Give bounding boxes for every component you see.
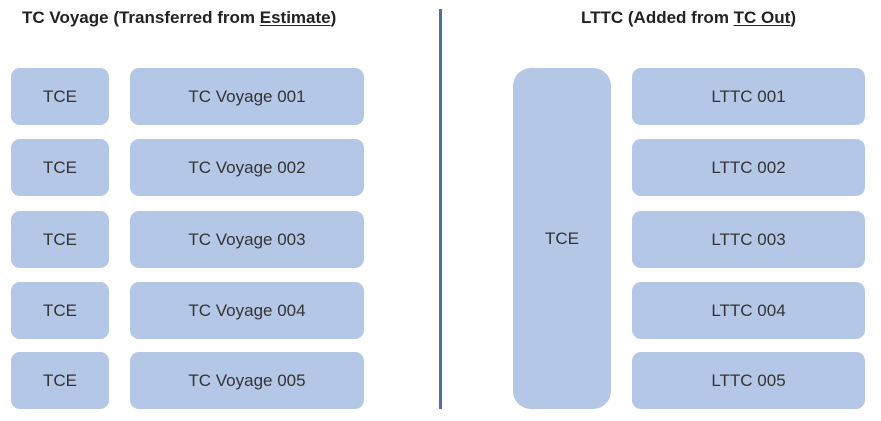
left-heading-link: Estimate bbox=[259, 8, 331, 27]
tc-voyage-box: TC Voyage 004 bbox=[130, 282, 364, 339]
center-divider bbox=[439, 9, 442, 409]
left-tce-box: TCE bbox=[11, 139, 109, 196]
right-heading-prefix: LTTC (Added from bbox=[581, 8, 734, 27]
tc-voyage-box: TC Voyage 005 bbox=[130, 352, 364, 409]
left-heading-suffix: ) bbox=[330, 8, 337, 27]
lttc-box: LTTC 005 bbox=[632, 352, 865, 409]
left-heading-prefix: TC Voyage (Transferred from bbox=[22, 8, 260, 27]
right-tce-box: TCE bbox=[513, 68, 611, 409]
left-tce-box: TCE bbox=[11, 282, 109, 339]
lttc-box: LTTC 004 bbox=[632, 282, 865, 339]
lttc-box: LTTC 003 bbox=[632, 211, 865, 268]
right-heading: LTTC (Added from TC Out) bbox=[581, 6, 796, 30]
left-heading: TC Voyage (Transferred from Estimate) bbox=[22, 6, 336, 30]
left-tce-box: TCE bbox=[11, 211, 109, 268]
tc-voyage-box: TC Voyage 003 bbox=[130, 211, 364, 268]
lttc-box: LTTC 001 bbox=[632, 68, 865, 125]
left-tce-box: TCE bbox=[11, 352, 109, 409]
lttc-box: LTTC 002 bbox=[632, 139, 865, 196]
tc-voyage-box: TC Voyage 001 bbox=[130, 68, 364, 125]
left-tce-box: TCE bbox=[11, 68, 109, 125]
right-heading-link: TC Out bbox=[733, 8, 791, 27]
right-heading-suffix: ) bbox=[790, 8, 796, 27]
tc-voyage-box: TC Voyage 002 bbox=[130, 139, 364, 196]
